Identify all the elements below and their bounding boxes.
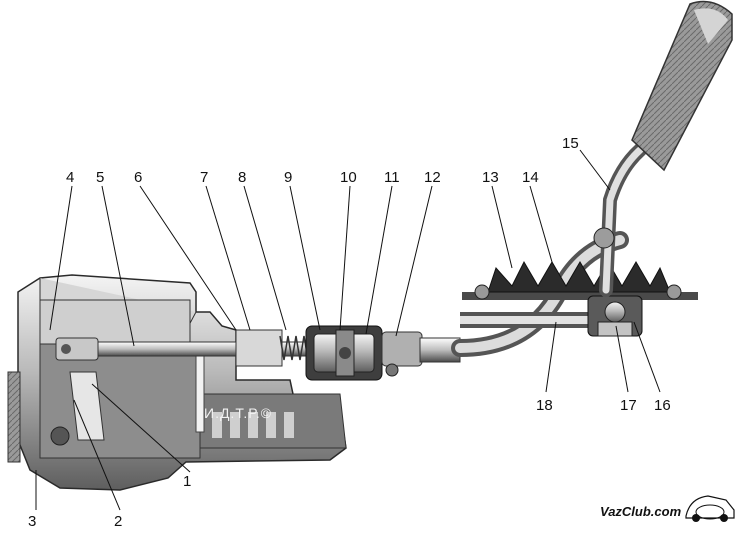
callout-6: 6 bbox=[134, 169, 142, 186]
callout-10: 10 bbox=[340, 169, 357, 186]
leader-lines bbox=[35, 149, 661, 511]
callout-labels: 1 2 3 4 5 6 7 8 9 10 11 12 13 14 15 16 1… bbox=[28, 135, 671, 530]
rubber-boot bbox=[474, 260, 682, 300]
car-icon bbox=[685, 495, 735, 522]
callout-14: 14 bbox=[522, 169, 539, 186]
callout-15: 15 bbox=[562, 135, 579, 152]
callout-18: 18 bbox=[536, 397, 553, 414]
lever-base bbox=[587, 295, 643, 337]
callout-12: 12 bbox=[424, 169, 441, 186]
callout-11: 11 bbox=[384, 169, 400, 186]
rod-seal bbox=[235, 329, 283, 367]
watermark: И.Д.Т.Р.© bbox=[204, 405, 272, 421]
callout-5: 5 bbox=[96, 169, 104, 186]
callout-2: 2 bbox=[114, 513, 122, 530]
callout-17: 17 bbox=[620, 397, 637, 414]
clamp-coupling bbox=[305, 325, 383, 381]
callout-4: 4 bbox=[66, 169, 74, 186]
callout-3: 3 bbox=[28, 513, 36, 530]
gearbox-housing bbox=[7, 274, 347, 491]
gear-shift-lever bbox=[593, 123, 667, 297]
callout-13: 13 bbox=[482, 169, 499, 186]
rod-clamp bbox=[381, 331, 461, 377]
callout-16: 16 bbox=[654, 397, 671, 414]
callout-8: 8 bbox=[238, 169, 246, 186]
brand-text: VazClub.com bbox=[600, 504, 682, 519]
callout-7: 7 bbox=[200, 169, 208, 186]
lever-knob bbox=[631, 0, 733, 172]
callout-9: 9 bbox=[284, 169, 292, 186]
floor-panel bbox=[462, 292, 698, 300]
brand-logo: VazClub.com bbox=[600, 495, 735, 522]
callout-1: 1 bbox=[183, 473, 191, 490]
